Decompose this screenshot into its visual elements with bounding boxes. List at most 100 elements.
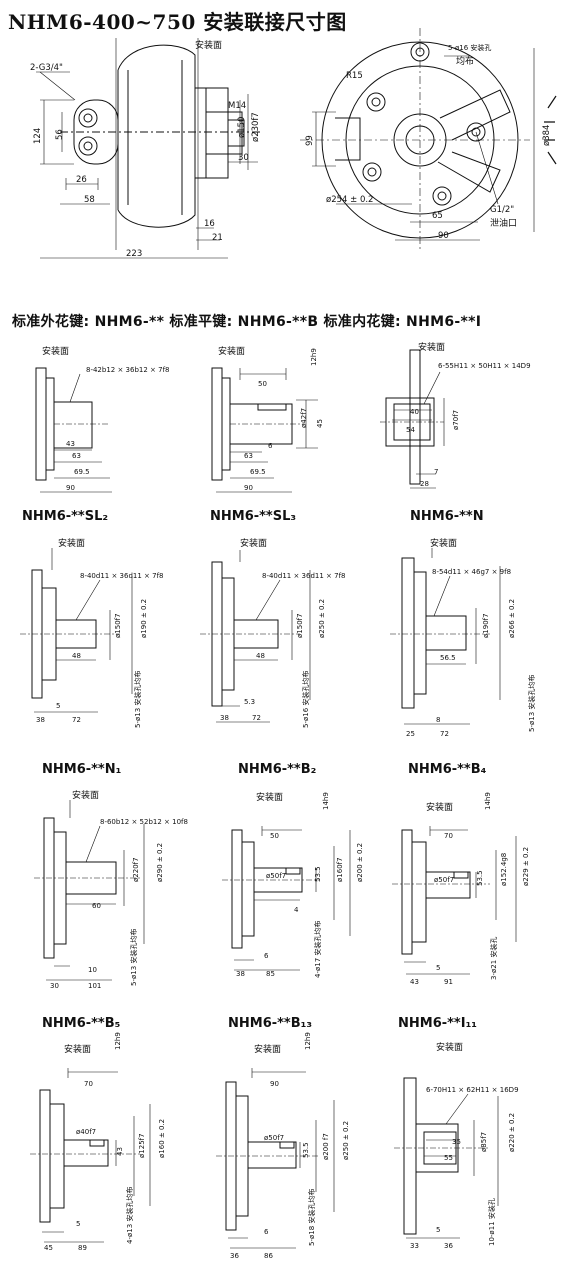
- n1-d220: ø220f7: [132, 857, 140, 882]
- n-d190: ø190f7: [482, 613, 490, 638]
- b5-holes: 4-ø13 安装孔均布: [125, 1187, 134, 1244]
- key-d90: 90: [244, 484, 253, 492]
- n-d72: 72: [440, 730, 449, 738]
- b5-d125: ø125f7: [138, 1133, 146, 1158]
- inner-spec: 6-55H11 × 50H11 × 14D9: [438, 362, 531, 370]
- n1-spec: 8-60b12 × 52b12 × 10f8: [100, 818, 188, 826]
- sl3-d150: ø150f7: [296, 613, 304, 638]
- b2-d160: ø160f7: [336, 857, 344, 882]
- key-d42: ø42f7: [300, 408, 308, 428]
- sl3-d72: 72: [252, 714, 261, 722]
- b13-drawing: [216, 1081, 320, 1231]
- page-title: NHM6-400~750 安装联接尺寸图: [8, 10, 347, 34]
- dim-124: 124: [33, 128, 43, 144]
- b2-d50: 50: [270, 832, 279, 840]
- n1-d10: 10: [88, 966, 97, 974]
- i11-holes: 10-ø11 安装孔: [487, 1198, 496, 1246]
- label-n: NHM6-**N: [410, 509, 484, 524]
- mount-face-n: 安装面: [430, 537, 457, 549]
- drain-label: 泄油口: [490, 217, 517, 229]
- sl2-d72: 72: [72, 716, 81, 724]
- sl3-drawing: [200, 561, 300, 707]
- b13-d250: ø250 ± 0.2: [342, 1121, 350, 1160]
- section-heading: 标准外花键: NHM6-** 标准平键: NHM6-**B 标准内花键: NHM…: [12, 314, 482, 330]
- n1-d101: 101: [88, 982, 101, 990]
- spline-d695: 69.5: [74, 468, 90, 476]
- b13-d6: 6: [264, 1228, 269, 1236]
- inner-d70: ø70f7: [452, 410, 460, 430]
- b13-d90: 90: [270, 1080, 279, 1088]
- b4-d91: 91: [444, 978, 453, 986]
- mount-face-n1: 安装面: [72, 789, 99, 801]
- b2-d85: 85: [266, 970, 275, 978]
- motor-front-view: [300, 28, 530, 250]
- spline-spec: 8-42b12 × 36b12 × 7f8: [86, 366, 170, 374]
- b13-d50f7: ø50f7: [264, 1134, 284, 1142]
- b2-d200: ø200 ± 0.2: [356, 843, 364, 882]
- b4-drawing: [392, 829, 490, 955]
- b13-d200: ø200 f7: [322, 1133, 330, 1160]
- mount-face-sl3: 安装面: [240, 537, 267, 549]
- dim-30: 30: [238, 153, 249, 163]
- b13-d535: 53.5: [302, 1142, 310, 1158]
- b2-d38: 38: [236, 970, 245, 978]
- dim-56: 56: [55, 129, 65, 140]
- b5-d43: 43: [116, 1147, 124, 1156]
- dim-m14: M14: [228, 101, 246, 111]
- std-inner-drawing: [380, 349, 444, 485]
- key-d50: 50: [258, 380, 267, 388]
- dim-16: 16: [204, 219, 215, 229]
- b4-d43: 43: [410, 978, 419, 986]
- i11-d85: ø85f7: [480, 1132, 488, 1152]
- r15-label: R15: [346, 71, 363, 81]
- sl3-d48: 48: [256, 652, 265, 660]
- mount-face-i11: 安装面: [436, 1041, 463, 1053]
- mount-face-std1: 安装面: [42, 345, 69, 357]
- mount-face-label: 安装面: [195, 39, 222, 51]
- label-b4: NHM6-**B₄: [408, 762, 487, 777]
- dim-384: ø384: [542, 125, 552, 146]
- mount-face-sl2: 安装面: [58, 537, 85, 549]
- n-d8: 8: [436, 716, 440, 724]
- spline-d90: 90: [66, 484, 75, 492]
- spline-d43: 43: [66, 440, 75, 448]
- i11-d55: 55: [444, 1154, 453, 1162]
- b13-d36: 36: [230, 1252, 239, 1260]
- i11-d33: 33: [410, 1242, 419, 1250]
- i11-d220: ø220 ± 0.2: [508, 1113, 516, 1152]
- b4-d1524: ø152.4g8: [500, 853, 508, 886]
- sl3-d250: ø250 ± 0.2: [318, 599, 326, 638]
- dim-254: ø254 ± 0.2: [326, 195, 373, 205]
- dim-99: 99: [305, 135, 315, 146]
- n-d266: ø266 ± 0.2: [508, 599, 516, 638]
- dim-90: 90: [438, 231, 449, 241]
- sl2-spec: 8-40d11 × 36d11 × 7f8: [80, 572, 164, 580]
- b5-drawing: [30, 1089, 140, 1223]
- b4-d50f7: ø50f7: [434, 876, 454, 884]
- b5-d89: 89: [78, 1244, 87, 1252]
- n-spec: 8-54d11 × 46g7 × 9f8: [432, 568, 511, 576]
- b4-d70: 70: [444, 832, 453, 840]
- sl2-d48: 48: [72, 652, 81, 660]
- b4-d229: ø229 ± 0.2: [522, 847, 530, 886]
- dim-21: 21: [212, 233, 223, 243]
- label-sl2: NHM6-**SL₂: [22, 509, 109, 524]
- b13-holes: 5-ø18 安装孔均布: [307, 1189, 316, 1246]
- b2-d4: 4: [294, 906, 299, 914]
- g12-label: G1/2": [490, 205, 514, 215]
- key-d63: 63: [244, 452, 253, 460]
- dim-230: ø230f7: [251, 112, 261, 142]
- n1-d60: 60: [92, 902, 101, 910]
- sl3-d38: 38: [220, 714, 229, 722]
- sl2-d38: 38: [36, 716, 45, 724]
- inner-d54: 54: [406, 426, 415, 434]
- mount-face-b4: 安装面: [426, 801, 453, 813]
- mount-face-std3: 安装面: [418, 341, 445, 353]
- inner-d7: 7: [434, 468, 438, 476]
- inner-d40: 40: [410, 408, 419, 416]
- i11-d35: 35: [452, 1138, 461, 1146]
- sl3-spec: 8-40d11 × 36d11 × 7f8: [262, 572, 346, 580]
- label-i11: NHM6-**I₁₁: [398, 1016, 477, 1031]
- b5-d5: 5: [76, 1220, 80, 1228]
- sl3-d53: 5.3: [244, 698, 255, 706]
